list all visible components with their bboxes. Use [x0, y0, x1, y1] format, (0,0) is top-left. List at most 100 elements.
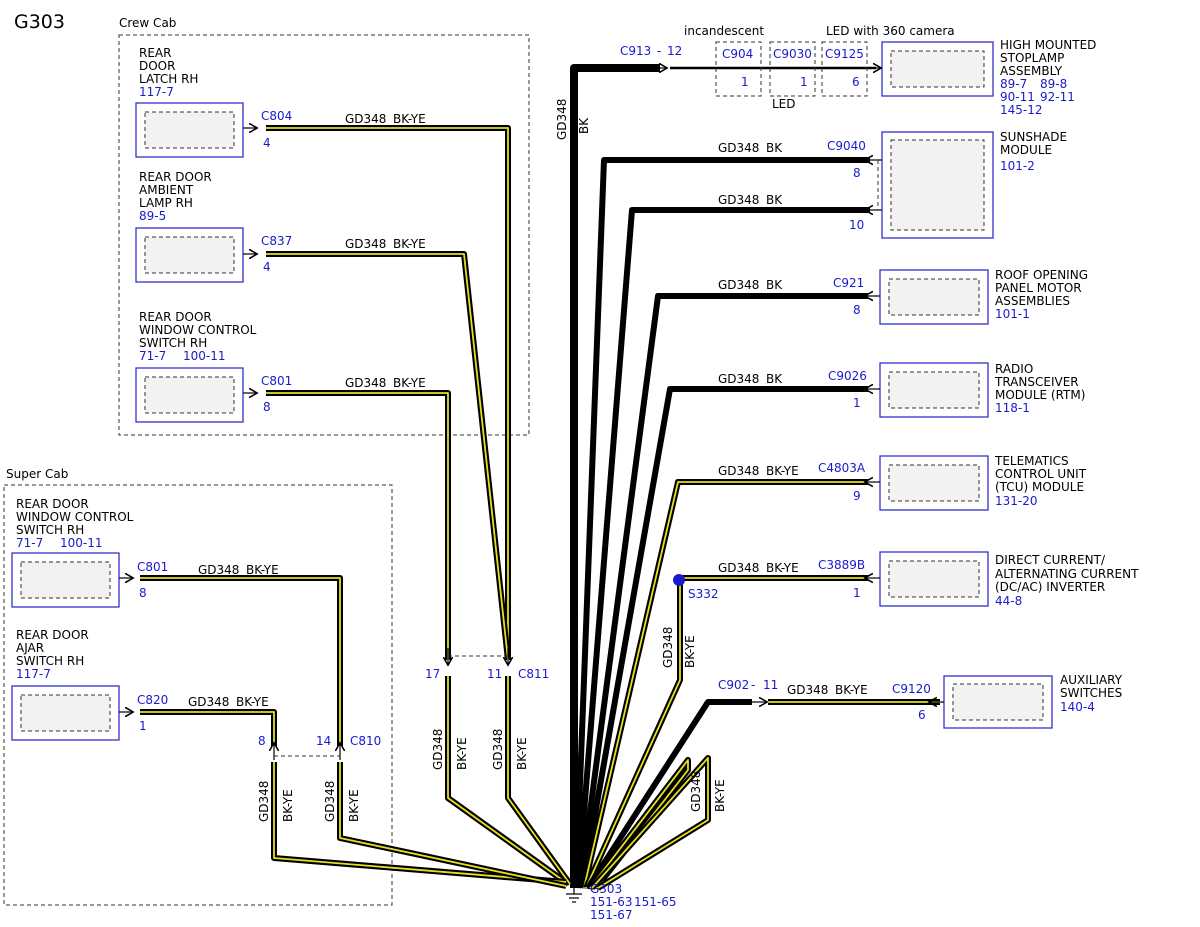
svg-text:MODULE (RTM): MODULE (RTM) — [995, 388, 1085, 402]
svg-text:REAR DOOR: REAR DOOR — [139, 310, 212, 324]
svg-text:89-5: 89-5 — [139, 209, 166, 223]
svg-text:89-7: 89-7 — [1000, 77, 1027, 91]
svg-text:PANEL MOTOR: PANEL MOTOR — [995, 281, 1082, 295]
svg-text:8: 8 — [263, 400, 271, 414]
wire-c804 — [266, 125, 511, 660]
wire-inverter — [583, 575, 868, 890]
svg-text:SWITCH RH: SWITCH RH — [16, 654, 84, 668]
svg-text:C9026: C9026 — [828, 369, 867, 383]
svg-text:BK-YE: BK-YE — [236, 695, 269, 709]
svg-text:BK-YE: BK-YE — [766, 561, 799, 575]
rear-door-ambient-lamp-rh: REAR DOOR AMBIENT LAMP RH 89-5 C837 4 — [135, 170, 292, 283]
rear-door-latch-rh: REAR DOOR LATCH RH 117-7 C804 4 — [135, 46, 292, 158]
svg-text:AJAR: AJAR — [16, 641, 44, 655]
wire-c820 — [140, 709, 277, 746]
high-mounted-stoplamp: HIGH MOUNTED STOPLAMP ASSEMBLY 89-7 89-8… — [881, 38, 1096, 117]
svg-text:TRANSCEIVER: TRANSCEIVER — [994, 375, 1079, 389]
wire-c902-bk — [585, 699, 752, 890]
svg-text:CONTROL UNIT: CONTROL UNIT — [995, 467, 1087, 481]
svg-text:9: 9 — [853, 489, 861, 503]
svg-text:REAR DOOR: REAR DOOR — [139, 170, 212, 184]
rear-door-window-switch-crew: REAR DOOR WINDOW CONTROL SWITCH RH 71-7 … — [135, 310, 292, 423]
svg-text:131-20: 131-20 — [995, 494, 1038, 508]
svg-text:151-67: 151-67 — [590, 908, 633, 922]
ground-g303: G303 151-63 151-65 151-67 — [566, 882, 677, 922]
svg-text:GD348: GD348 — [718, 193, 759, 207]
svg-text:GD348: GD348 — [689, 771, 703, 812]
svg-text:4: 4 — [263, 260, 271, 274]
svg-text:REAR DOOR: REAR DOOR — [16, 497, 89, 511]
svg-text:REAR: REAR — [139, 46, 171, 60]
svg-text:GD348: GD348 — [345, 376, 386, 390]
svg-text:BK-YE: BK-YE — [246, 563, 279, 577]
svg-text:ASSEMBLIES: ASSEMBLIES — [995, 294, 1070, 308]
svg-text:BK-YE: BK-YE — [766, 464, 799, 478]
wire-loop — [587, 755, 711, 891]
svg-text:GD348: GD348 — [718, 372, 759, 386]
svg-text:SWITCH RH: SWITCH RH — [16, 523, 84, 537]
svg-text:BK: BK — [766, 372, 783, 386]
svg-text:REAR DOOR: REAR DOOR — [16, 628, 89, 642]
svg-text:BK-YE: BK-YE — [835, 683, 868, 697]
svg-text:C913: C913 — [620, 44, 651, 58]
dcac-inverter: DIRECT CURRENT/ ALTERNATING CURRENT (DC/… — [818, 551, 1139, 608]
svg-text:C820: C820 — [137, 693, 168, 707]
svg-text:101-1: 101-1 — [995, 307, 1030, 321]
wire-tcu — [581, 479, 868, 889]
svg-text:117-7: 117-7 — [139, 85, 174, 99]
svg-text:BK: BK — [766, 193, 783, 207]
svg-text:GD348: GD348 — [555, 99, 569, 140]
svg-text:71-7: 71-7 — [16, 536, 43, 550]
svg-text:S332: S332 — [688, 587, 719, 601]
svg-text:(DC/AC) INVERTER: (DC/AC) INVERTER — [995, 580, 1105, 594]
svg-text:GD348: GD348 — [345, 112, 386, 126]
inline-c811: 17 11 C811 — [425, 648, 549, 681]
svg-text:LED: LED — [772, 97, 796, 111]
svg-text:GD348: GD348 — [323, 781, 337, 822]
svg-text:14: 14 — [316, 734, 331, 748]
wire-roof — [577, 293, 868, 889]
sunshade-module: SUNSHADE MODULE 101-2 C9040 8 10 — [827, 130, 1067, 239]
diagram-title: G303 — [14, 11, 65, 33]
splice-s332: S332 — [673, 574, 719, 601]
svg-text:6: 6 — [918, 708, 926, 722]
svg-text:(TCU) MODULE: (TCU) MODULE — [995, 480, 1084, 494]
svg-text:SUNSHADE: SUNSHADE — [1000, 130, 1067, 144]
svg-text:BK-YE: BK-YE — [455, 737, 469, 770]
svg-text:WINDOW CONTROL: WINDOW CONTROL — [139, 323, 257, 337]
svg-text:C902: C902 — [718, 678, 749, 692]
telematics-control-unit: TELEMATICS CONTROL UNIT (TCU) MODULE 131… — [818, 454, 1087, 511]
svg-text:STOPLAMP: STOPLAMP — [1000, 51, 1064, 65]
svg-text:C804: C804 — [261, 109, 292, 123]
svg-text:BK: BK — [577, 117, 591, 134]
svg-text:92-11: 92-11 — [1040, 90, 1075, 104]
svg-text:1: 1 — [853, 586, 861, 600]
wire-c811-down — [445, 676, 573, 887]
svg-text:-: - — [657, 44, 661, 58]
svg-text:1: 1 — [800, 75, 808, 89]
svg-text:GD348: GD348 — [718, 561, 759, 575]
svg-text:C811: C811 — [518, 667, 549, 681]
svg-text:GD348: GD348 — [345, 237, 386, 251]
svg-text:C801: C801 — [261, 374, 292, 388]
stoplamp-connectors: C913 - 12 incandescent LED with 360 came… — [620, 24, 955, 111]
svg-text:100-11: 100-11 — [183, 349, 226, 363]
svg-text:C9120: C9120 — [892, 682, 931, 696]
svg-text:44-8: 44-8 — [995, 594, 1022, 608]
svg-text:-: - — [751, 678, 755, 692]
svg-text:C810: C810 — [350, 734, 381, 748]
auxiliary-switches: AUXILIARY SWITCHES 140-4 C9120 6 — [892, 673, 1123, 729]
svg-text:C921: C921 — [833, 276, 864, 290]
svg-text:BK-YE: BK-YE — [393, 237, 426, 251]
wire-rtm — [579, 386, 868, 889]
wire-sunshade-10 — [575, 207, 870, 889]
svg-text:GD348: GD348 — [787, 683, 828, 697]
svg-text:C4803A: C4803A — [818, 461, 866, 475]
svg-text:incandescent: incandescent — [684, 24, 764, 38]
svg-text:8: 8 — [139, 586, 147, 600]
svg-text:151-63: 151-63 — [590, 895, 633, 909]
svg-text:145-12: 145-12 — [1000, 103, 1043, 117]
svg-text:SWITCHES: SWITCHES — [1060, 686, 1122, 700]
